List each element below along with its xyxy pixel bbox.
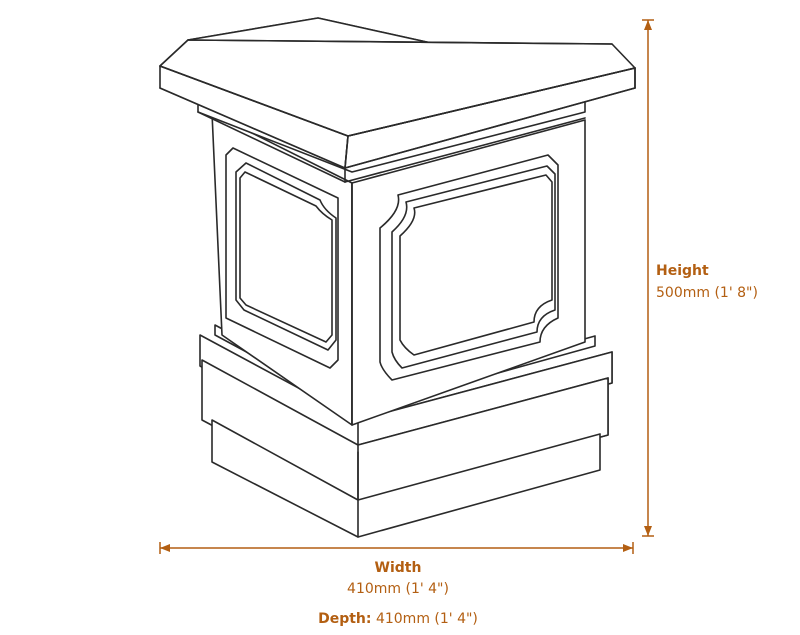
depth-line: Depth: 410mm (1' 4") [0,610,796,628]
height-dimension-line [642,19,654,537]
depth-label: Depth: [318,611,372,627]
width-value: 410mm (1' 4") [347,581,449,597]
depth-value: 410mm (1' 4") [375,611,478,627]
width-label: Width [374,560,422,576]
pedestal-illustration [159,17,636,538]
height-label: Height [656,263,709,279]
height-value: 500mm (1' 8") [656,285,758,301]
width-dimension-line [159,542,634,554]
